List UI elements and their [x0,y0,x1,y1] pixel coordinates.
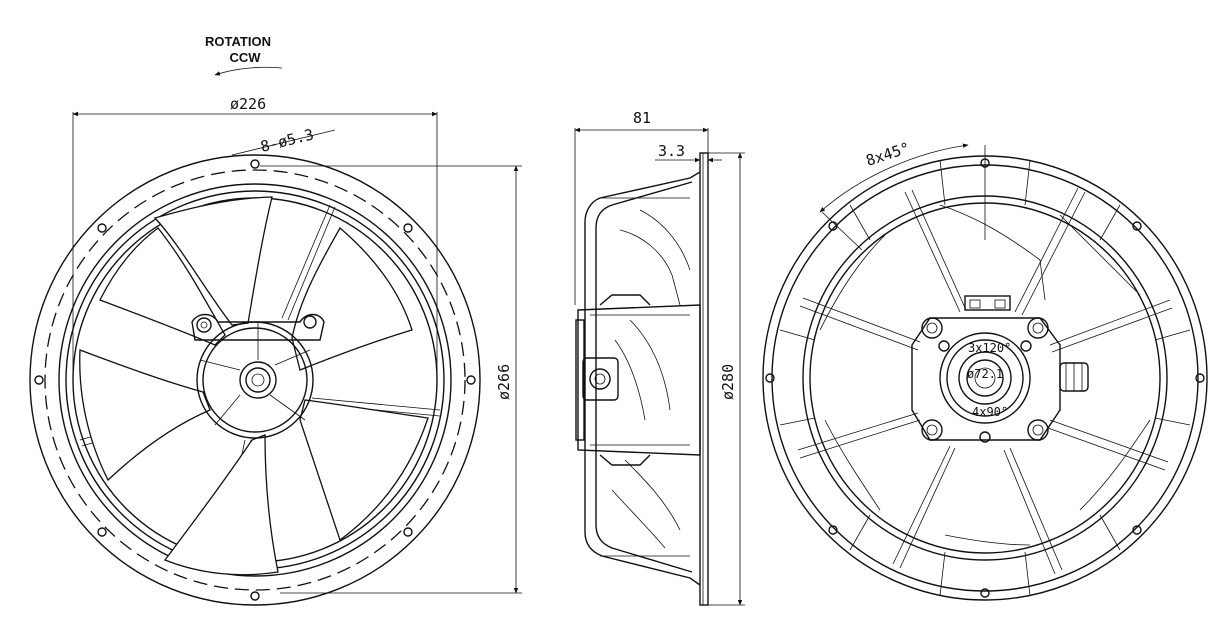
rear-view [762,143,1208,601]
holes-label: 8-ø5.3 [259,125,316,156]
junction-box [582,357,619,401]
dimension-266 [260,165,522,594]
dimension-266-label: ø266 [495,364,513,400]
holes-leader [231,129,336,156]
rear-spokes [797,187,1173,575]
outer-flange-ring [29,154,481,606]
mounting-holes [34,159,476,601]
dimension-3-3-label: 3.3 [658,142,685,160]
dimension-226-label: ø226 [230,95,266,113]
bolt-circle [44,169,466,591]
inner-ring-1 [58,183,452,577]
motor-hub [191,313,325,439]
dimension-8x45 [819,143,969,213]
side-view [574,127,745,606]
rotation-label: ROTATION [205,34,271,49]
rotation-arrow [214,66,283,76]
front-view [29,66,522,606]
dimension-81-label: 81 [633,109,651,127]
rear-motor [911,295,1089,443]
fan-blades [79,196,429,576]
dimension-280-label: ø280 [719,364,737,400]
rotation-direction-label: CCW [229,50,261,65]
spokes-angle-label: 8x45° [864,139,913,170]
mount-4x90-label: 4x90° [972,405,1008,419]
hub-diameter-label: ø72.1 [967,367,1003,381]
flange-plate [699,152,709,606]
rear-terminal [964,295,1011,311]
mount-3x120-label: 3x120° [968,341,1011,355]
dimension-226 [72,111,438,370]
